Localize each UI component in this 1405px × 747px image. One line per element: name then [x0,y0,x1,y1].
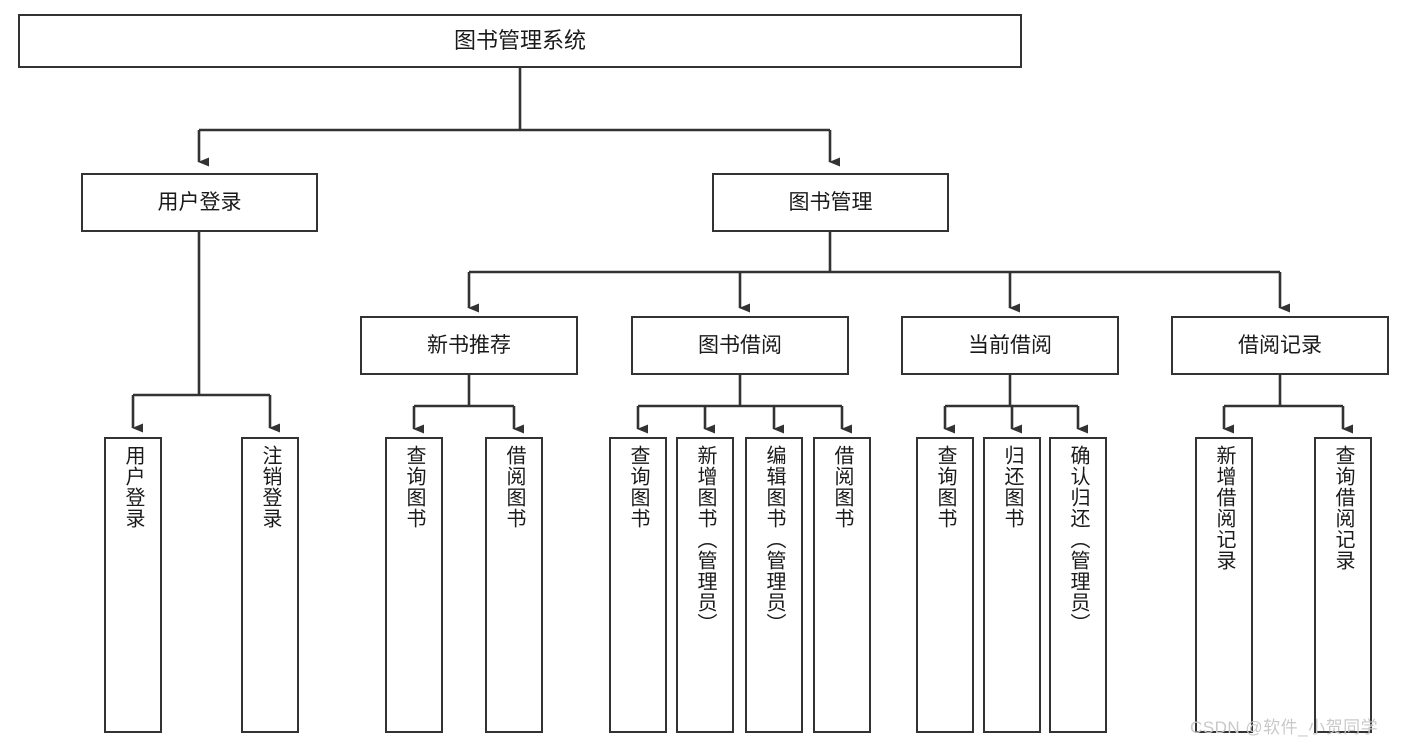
node-label: 查询借阅记录 [1332,445,1354,571]
node-leaf-query-borrow-record[interactable]: 查询借阅记录 [1314,437,1372,733]
csdn-watermark: CSDN @软件_小贺同学 [1190,718,1379,737]
node-leaf-edit-book-admin[interactable]: 编辑图书（管理员） [745,437,803,733]
node-label: 注销登录 [259,445,281,529]
node-leaf-user-login[interactable]: 用户登录 [104,437,162,733]
node-label: 新书推荐 [427,333,511,357]
node-leaf-logout-login[interactable]: 注销登录 [241,437,299,733]
node-current-borrowing[interactable]: 当前借阅 [901,316,1119,375]
node-leaf-add-book-admin[interactable]: 新增图书（管理员） [676,437,734,733]
node-user-login[interactable]: 用户登录 [81,173,318,232]
node-label: 查询图书 [934,445,956,529]
node-label: 查询图书 [627,445,649,529]
node-label: 编辑图书（管理员） [763,445,785,634]
node-new-book-recommendation[interactable]: 新书推荐 [360,316,578,375]
node-label: 图书管理 [788,190,873,214]
node-book-borrowing[interactable]: 图书借阅 [631,316,849,375]
node-leaf-return-book[interactable]: 归还图书 [983,437,1041,733]
node-leaf-add-borrow-record[interactable]: 新增借阅记录 [1195,437,1253,733]
node-leaf-confirm-return-admin[interactable]: 确认归还（管理员） [1049,437,1107,733]
node-label: 借阅图书 [503,445,525,529]
node-leaf-query-book-borrowing[interactable]: 查询图书 [609,437,667,733]
node-borrowing-record[interactable]: 借阅记录 [1171,316,1389,375]
node-label: 新增借阅记录 [1213,445,1235,571]
node-label: 用户登录 [157,190,242,214]
node-label: 借阅图书 [831,445,853,529]
node-leaf-borrow-book-borrowing[interactable]: 借阅图书 [813,437,871,733]
node-book-management[interactable]: 图书管理 [712,173,949,232]
node-label: 查询图书 [403,445,425,529]
node-label: 图书管理系统 [453,27,586,53]
node-root-book-management-system[interactable]: 图书管理系统 [18,14,1022,68]
node-label: 新增图书（管理员） [694,445,716,634]
node-leaf-query-book-current[interactable]: 查询图书 [916,437,974,733]
node-leaf-borrow-book-recommendation[interactable]: 借阅图书 [485,437,543,733]
node-label: 用户登录 [122,445,144,529]
node-label: 当前借阅 [968,333,1052,357]
node-leaf-query-book-recommendation[interactable]: 查询图书 [385,437,443,733]
node-label: 借阅记录 [1238,333,1322,357]
node-label: 图书借阅 [698,333,782,357]
node-label: 归还图书 [1001,445,1023,529]
node-label: 确认归还（管理员） [1067,445,1089,634]
